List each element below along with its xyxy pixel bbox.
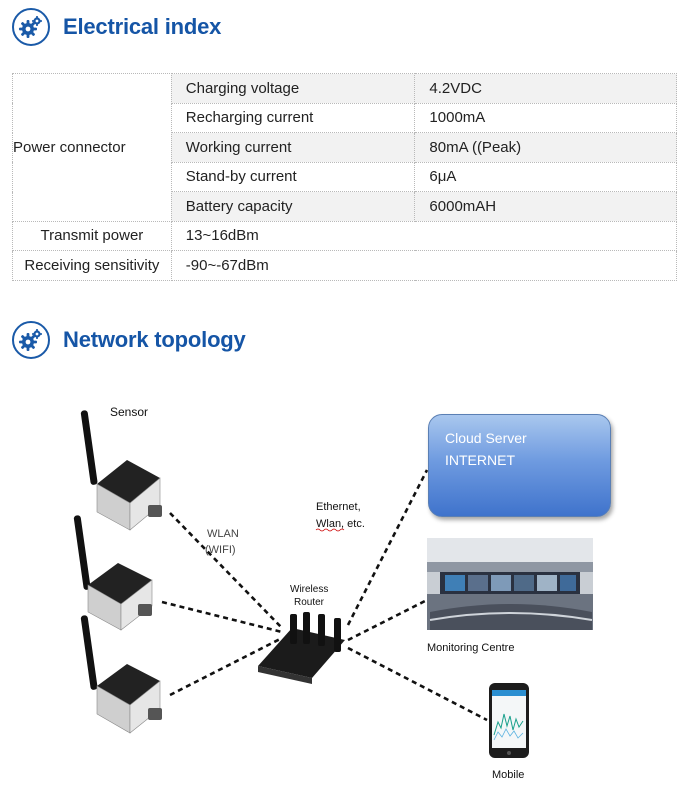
receiving-sensitivity-value: -90~-67dBm [170, 250, 678, 281]
spec-label: Battery capacity [170, 191, 416, 222]
mobile-phone-icon [489, 683, 529, 758]
link-router-mobile [347, 646, 488, 722]
sensor-device-icon [80, 410, 162, 531]
electrical-index-header: Electrical index [12, 8, 221, 46]
link-sensor2-router [161, 600, 283, 634]
monitoring-centre-label: Monitoring Centre [427, 642, 515, 654]
ethernet-label-line1: Ethernet, [316, 501, 361, 513]
section-title: Network topology [63, 327, 246, 352]
internet-label: INTERNET [445, 452, 515, 468]
link-router-monitor [347, 598, 428, 642]
cloud-server-box: Cloud Server INTERNET [428, 414, 611, 517]
section-title: Electrical index [63, 14, 222, 39]
electrical-spec-table: Power connector Charging voltage 4.2VDC … [12, 73, 678, 281]
gear-icon [12, 8, 50, 46]
link-sensor3-router [169, 636, 283, 697]
spec-value: 4.2VDC [414, 73, 677, 104]
wlan-label: WLAN [207, 528, 239, 540]
ethernet-label-line2: Wlan, etc. [316, 518, 365, 530]
network-topology-header: Network topology [12, 321, 246, 359]
spec-label: Working current [170, 132, 416, 163]
wifi-label: (WIFI) [205, 544, 236, 556]
wireless-router-icon [258, 612, 345, 684]
router-label-line2: Router [294, 597, 325, 608]
receiving-sensitivity-label: Receiving sensitivity [12, 250, 172, 281]
power-connector-label: Power connector [12, 73, 172, 222]
spec-label: Charging voltage [170, 73, 416, 104]
sensor-device-icon [80, 615, 162, 734]
spec-value: 6000mAH [414, 191, 677, 222]
gear-icon [12, 321, 50, 359]
table-row: Receiving sensitivity -90~-67dBm [12, 250, 678, 281]
mobile-label: Mobile [492, 769, 525, 781]
table-row: Battery capacity 6000mAH [13, 191, 677, 222]
cloud-server-label: Cloud Server [445, 430, 527, 446]
router-label-line1: Wireless [290, 584, 329, 595]
spec-value: 1000mA [414, 102, 677, 133]
table-row: Power connector Charging voltage 4.2VDC [12, 73, 677, 222]
spec-value: 6μA [414, 161, 677, 192]
monitoring-centre-image [427, 538, 593, 630]
sensor-device-icon [73, 515, 153, 631]
link-router-cloud [346, 469, 429, 626]
sensor-label: Sensor [110, 405, 149, 419]
